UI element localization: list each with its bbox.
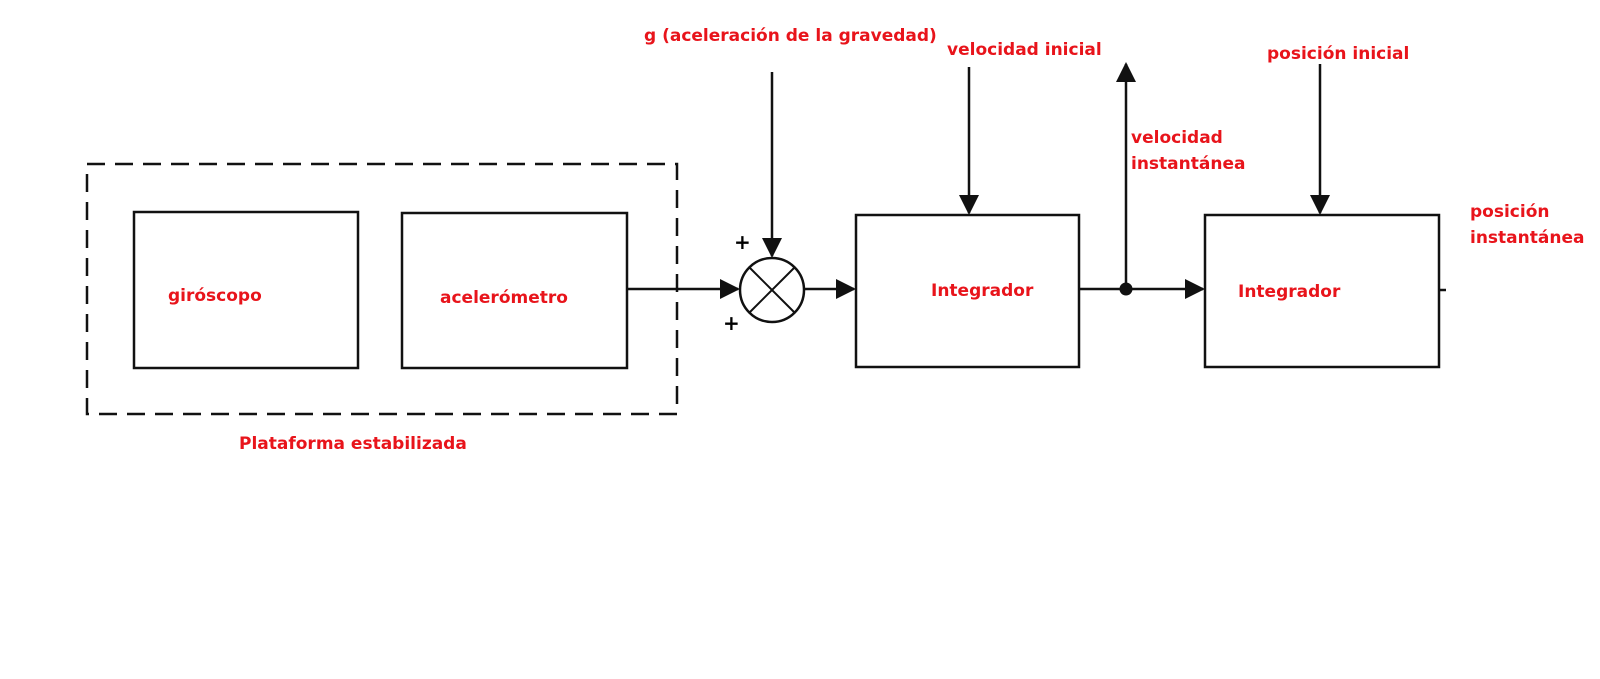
accelerometer-label: acelerómetro <box>440 288 568 308</box>
gyroscope-label: giróscopo <box>168 286 262 306</box>
instant-velocity-label-line1: velocidad <box>1131 128 1223 148</box>
gravity-label: g (aceleración de la gravedad) <box>644 26 937 46</box>
plus-sign-bottom: + <box>723 311 740 335</box>
integrator-label-2: Integrador <box>1238 282 1341 302</box>
initial-position-label: posición inicial <box>1267 44 1410 64</box>
gyroscope-block <box>132 210 360 370</box>
platform-label: Plataforma estabilizada <box>239 434 467 454</box>
instant-position-label-line2: instantánea <box>1470 228 1585 248</box>
accelerometer-block <box>400 211 629 370</box>
instant-velocity-label-line2: instantánea <box>1131 154 1246 174</box>
instant-position-label-line1: posición <box>1470 202 1550 222</box>
integrator-block-1 <box>854 213 1081 369</box>
summing-junction <box>738 256 806 324</box>
plus-sign-top: + <box>734 230 751 254</box>
initial-velocity-label: velocidad inicial <box>947 40 1102 60</box>
integrator-label-1: Integrador <box>931 281 1034 301</box>
